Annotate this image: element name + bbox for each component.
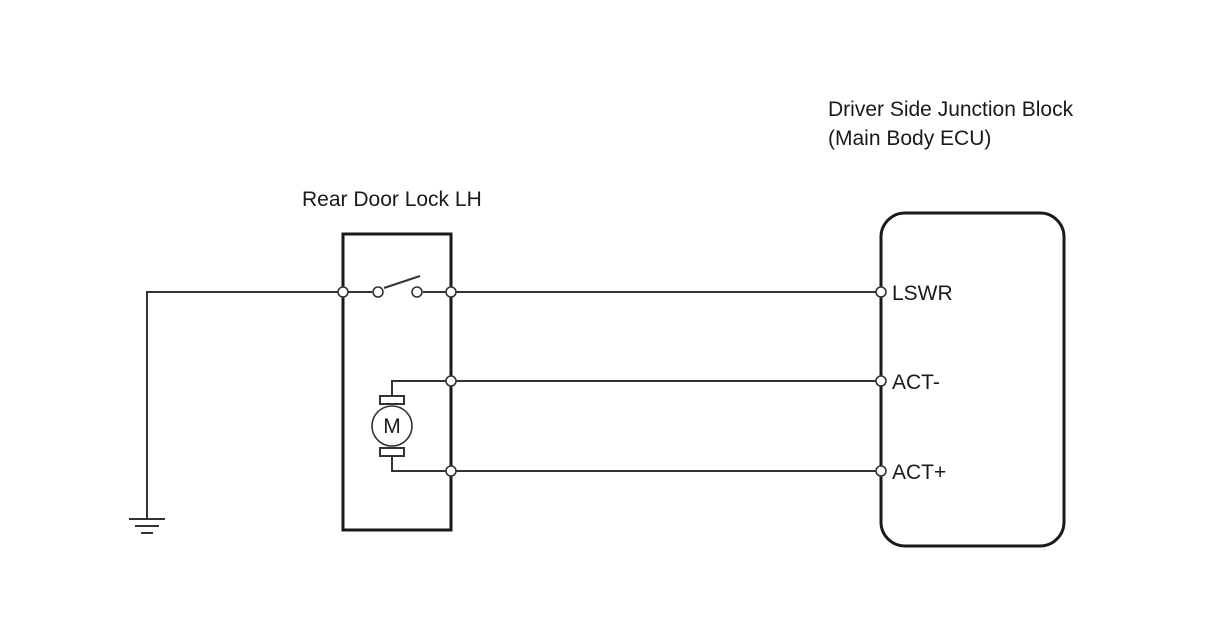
terminal-ecu-lswr: [875, 286, 887, 298]
terminal-ground-in: [337, 286, 349, 298]
motor-icon: M: [371, 380, 451, 472]
door-lock-title: Rear Door Lock LH: [302, 188, 482, 211]
ecu-title-line2: (Main Body ECU): [828, 127, 991, 150]
ground-wire: [146, 291, 343, 518]
terminal-lock-lswr: [445, 286, 457, 298]
pin-label-act-plus: ACT+: [892, 461, 946, 484]
terminal-ecu-act-plus: [875, 465, 887, 477]
ecu-title-line1: Driver Side Junction Block: [828, 98, 1074, 121]
motor-label: M: [383, 415, 401, 438]
terminal-lock-act-plus: [445, 465, 457, 477]
pin-label-lswr: LSWR: [892, 282, 953, 305]
terminal-lock-act-minus: [445, 375, 457, 387]
terminal-ecu-act-minus: [875, 375, 887, 387]
switch-icon: [343, 275, 451, 298]
ground-symbol-icon: [129, 518, 165, 534]
pin-label-act-minus: ACT-: [892, 371, 940, 394]
